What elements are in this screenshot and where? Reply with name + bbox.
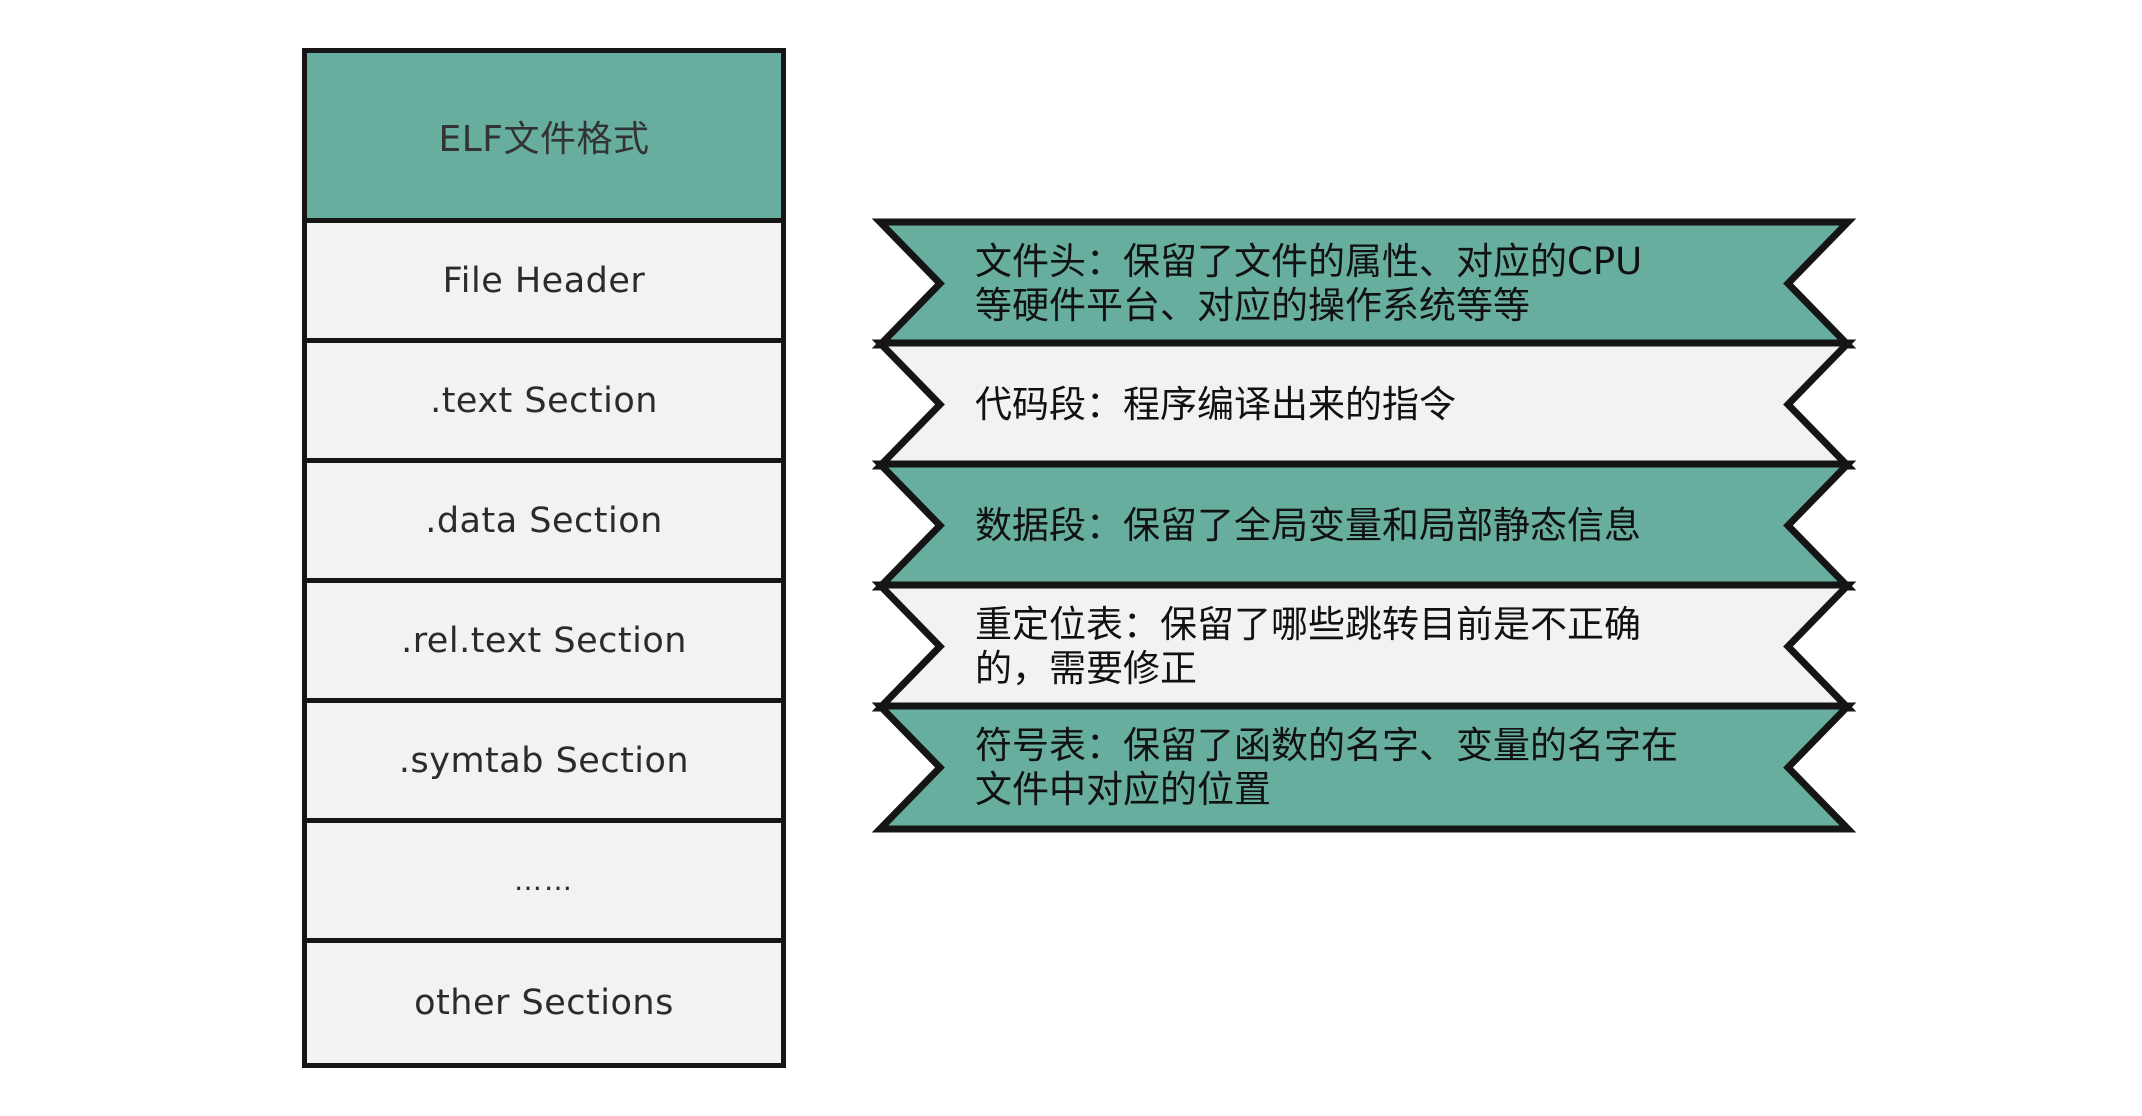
stack-row-label: .data Section bbox=[425, 500, 663, 541]
banner-text: 数据段：保留了全局变量和局部静态信息 bbox=[975, 503, 1641, 547]
banner-text: 符号表：保留了函数的名字、变量的名字在 文件中对应的位置 bbox=[975, 723, 1678, 811]
banner-text: 代码段：程序编译出来的指令 bbox=[975, 382, 1456, 426]
banner-file-header: 文件头：保留了文件的属性、对应的CPU 等硬件平台、对应的操作系统等等 bbox=[871, 218, 1857, 349]
stack-row-ellipsis: …… bbox=[307, 823, 781, 943]
chevron-banner-icon bbox=[871, 702, 1857, 833]
stack-row-text-section: .text Section bbox=[307, 343, 781, 463]
banner-rel-text-section: 重定位表：保留了哪些跳转目前是不正确 的，需要修正 bbox=[871, 581, 1857, 712]
stack-row-data-section: .data Section bbox=[307, 463, 781, 583]
banner-data-section: 数据段：保留了全局变量和局部静态信息 bbox=[871, 460, 1857, 591]
stack-row-label: File Header bbox=[442, 260, 646, 301]
stack-row-label: …… bbox=[514, 864, 574, 897]
banner-text: 重定位表：保留了哪些跳转目前是不正确 的，需要修正 bbox=[975, 602, 1641, 690]
stack-row-label: other Sections bbox=[414, 983, 674, 1023]
stack-row-rel-text-section: .rel.text Section bbox=[307, 583, 781, 703]
banner-text-section: 代码段：程序编译出来的指令 bbox=[871, 339, 1857, 470]
stack-header-label: ELF文件格式 bbox=[438, 118, 650, 160]
stack-header-elf-format: ELF文件格式 bbox=[307, 53, 781, 223]
banner-text: 文件头：保留了文件的属性、对应的CPU 等硬件平台、对应的操作系统等等 bbox=[975, 239, 1643, 327]
stack-row-other-sections: other Sections bbox=[307, 943, 781, 1063]
stack-row-file-header: File Header bbox=[307, 223, 781, 343]
stack-row-symtab-section: .symtab Section bbox=[307, 703, 781, 823]
stack-row-label: .text Section bbox=[430, 380, 658, 421]
stack-row-label: .symtab Section bbox=[398, 740, 690, 781]
elf-format-stack: ELF文件格式 File Header .text Section .data … bbox=[302, 48, 786, 1068]
stack-row-label: .rel.text Section bbox=[401, 620, 687, 661]
description-banner-group: 文件头：保留了文件的属性、对应的CPU 等硬件平台、对应的操作系统等等 代码段：… bbox=[871, 218, 1857, 833]
banner-symtab-section: 符号表：保留了函数的名字、变量的名字在 文件中对应的位置 bbox=[871, 702, 1857, 833]
